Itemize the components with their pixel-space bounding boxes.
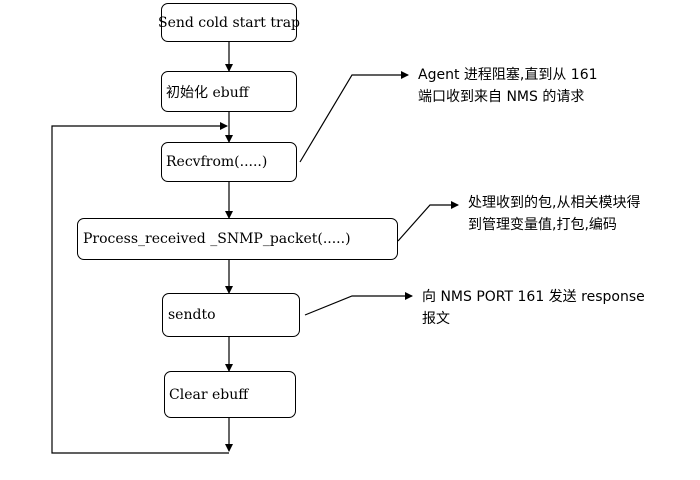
step-label: Send cold start trap <box>157 14 301 31</box>
leader-line-note1 <box>299 71 409 163</box>
step-send-cold-start-trap: Send cold start trap <box>157 3 301 42</box>
leader-line-note3 <box>304 292 413 316</box>
step-label: Process_received _SNMP_packet(.....) <box>83 231 351 247</box>
note-line: Agent 进程阻塞,直到从 161 <box>418 67 598 83</box>
step-label: 初始化 ebuff <box>166 84 249 101</box>
step-label: Clear ebuff <box>169 386 249 403</box>
note-line: 处理收到的包,从相关模块得 <box>468 195 641 211</box>
step-init-ebuff: 初始化 ebuff <box>161 71 297 112</box>
step-process-received-snmp-packet: Process_received _SNMP_packet(.....) <box>77 218 398 260</box>
leader-line-note2 <box>397 201 459 242</box>
note-process-packet: 处理收到的包,从相关模块得 到管理变量值,打包,编码 <box>468 192 640 236</box>
note-line: 报文 <box>422 311 450 327</box>
step-clear-ebuff: Clear ebuff <box>164 371 296 418</box>
note-line: 到管理变量值,打包,编码 <box>468 217 617 233</box>
step-sendto: sendto <box>162 293 300 337</box>
step-recvfrom: Recvfrom(.....) <box>161 142 297 182</box>
note-line: 端口收到来自 NMS 的请求 <box>418 89 585 105</box>
note-line: 向 NMS PORT 161 发送 response <box>422 289 645 305</box>
step-label: sendto <box>168 307 216 323</box>
loop-back-line <box>51 122 229 454</box>
step-label: Recvfrom(.....) <box>166 154 268 170</box>
note-send-response: 向 NMS PORT 161 发送 response 报文 <box>422 286 645 330</box>
note-agent-blocking: Agent 进程阻塞,直到从 161 端口收到来自 NMS 的请求 <box>418 64 598 108</box>
